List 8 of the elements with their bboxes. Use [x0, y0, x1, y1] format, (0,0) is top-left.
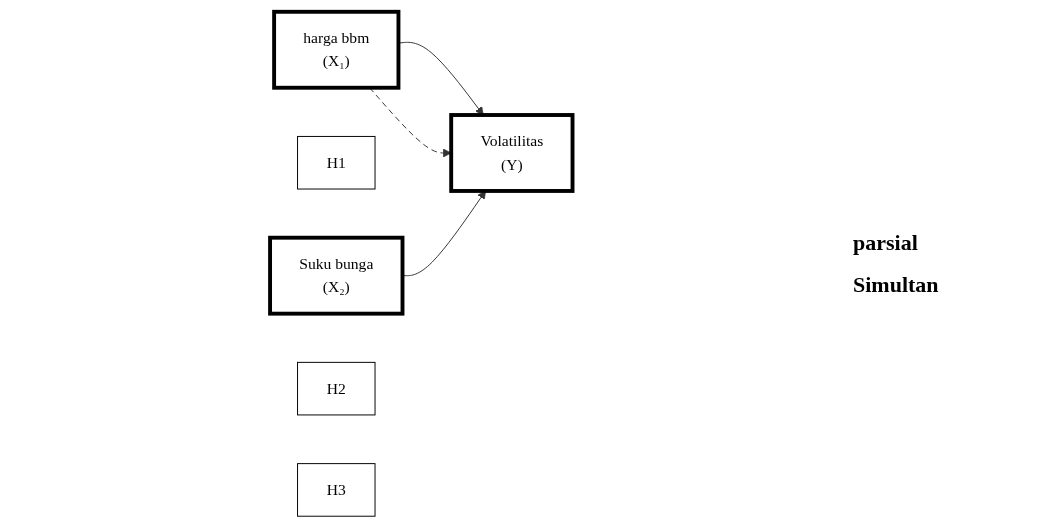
- note-label: parsial: [853, 230, 919, 256]
- note-label: Simultan: [853, 272, 940, 298]
- node-box: H1: [297, 135, 376, 190]
- node-box: Suku bunga (X₂): [268, 235, 405, 316]
- node-box: harga bbm (X₁): [272, 9, 401, 90]
- node-box: H3: [297, 463, 376, 517]
- node-box: H2: [297, 361, 376, 416]
- node-box: Volatilitas (Y): [449, 113, 575, 193]
